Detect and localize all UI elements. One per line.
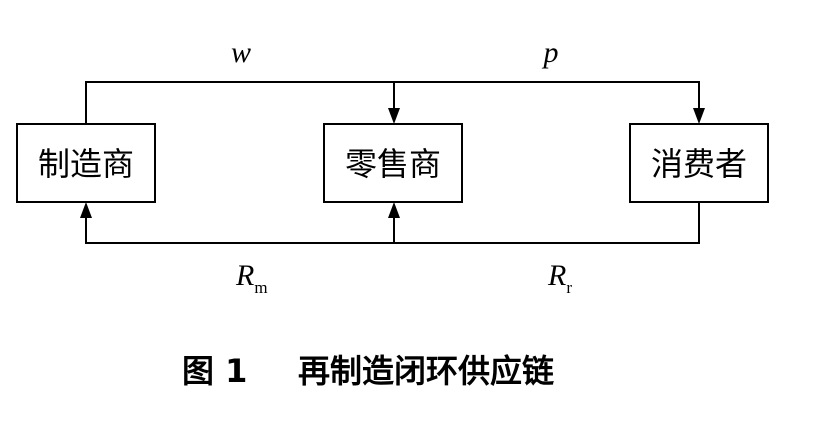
forward-flow-line: [85, 81, 700, 124]
wholesale-price-label: w: [231, 36, 251, 69]
manufacturer-label: 制造商: [38, 145, 134, 183]
retailer-return-sub: r: [566, 278, 572, 297]
retail-price-label: p: [542, 36, 559, 69]
forward-flow: [85, 81, 705, 124]
arrow-down-retailer: [388, 108, 400, 124]
retailer-label: 零售商: [345, 145, 441, 183]
figure-number: 图 1: [182, 352, 247, 390]
node-retailer: 零售商: [323, 123, 463, 203]
retailer-box: [323, 123, 463, 203]
node-consumer: 消费者: [629, 123, 769, 203]
retailer-return-label: Rr: [547, 259, 572, 297]
manufacturer-box: [16, 123, 156, 203]
manufacturer-return-sub: m: [254, 278, 267, 297]
arrow-up-manufacturer: [80, 202, 92, 218]
figure-caption: 图 1 再制造闭环供应链: [182, 352, 554, 390]
consumer-box: [629, 123, 769, 203]
node-manufacturer: 制造商: [16, 123, 156, 203]
consumer-label: 消费者: [651, 145, 747, 183]
arrow-down-consumer: [693, 108, 705, 124]
manufacturer-return-base: R: [235, 259, 254, 292]
manufacturer-return-label: Rm: [235, 259, 268, 297]
reverse-flow-line: [85, 202, 700, 244]
figure-title: 再制造闭环供应链: [298, 352, 554, 390]
retailer-return-base: R: [547, 259, 566, 292]
reverse-flow: [80, 202, 700, 244]
arrow-up-retailer: [388, 202, 400, 218]
